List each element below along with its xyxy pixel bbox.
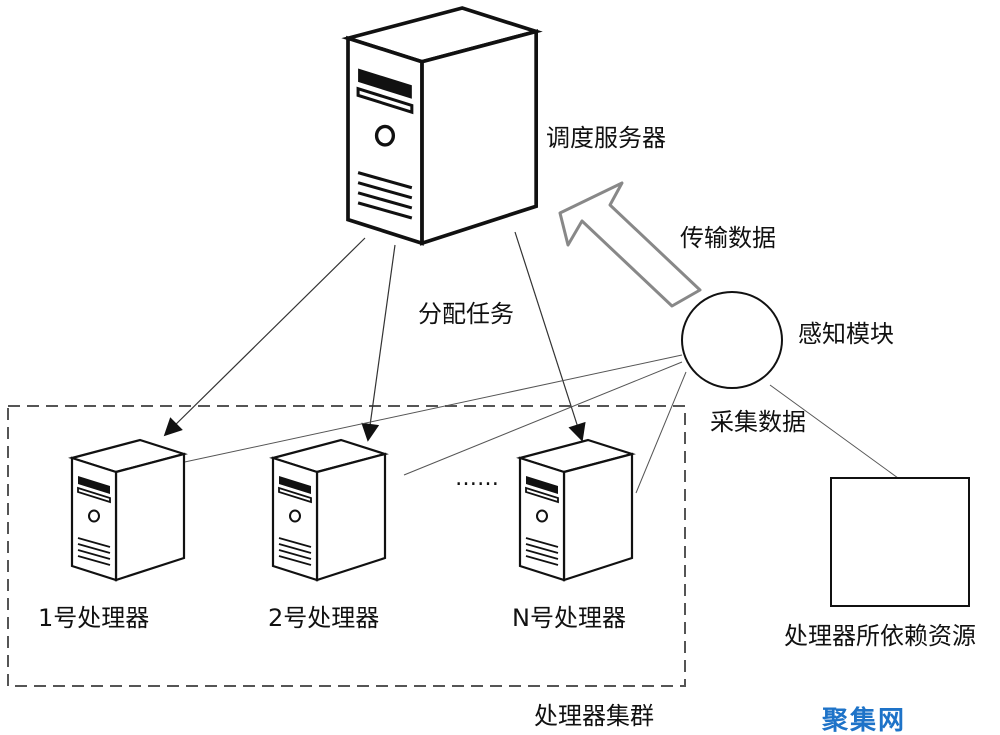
proc2-label: 2号处理器 (268, 604, 380, 632)
assign-label: 分配任务 (418, 300, 514, 328)
cluster-label: 处理器集群 (534, 702, 654, 730)
assign-arrow-1 (163, 237, 366, 437)
procn-label: N号处理器 (512, 604, 626, 632)
cluster-dashed-border (7, 405, 686, 687)
scheduler-label: 调度服务器 (546, 124, 666, 152)
resource-label: 处理器所依赖资源 (784, 622, 976, 650)
collect-line-2 (403, 361, 683, 476)
watermark-logo: 聚集网 (822, 706, 907, 735)
collect-line-1 (179, 354, 683, 464)
server-icon-2 (271, 438, 387, 582)
assign-arrow-2 (361, 244, 396, 442)
assign-arrow-n (514, 231, 586, 442)
sensor-circle (681, 291, 783, 389)
resource-box (830, 477, 970, 607)
server-icon-1 (70, 438, 186, 582)
hollow-up-arrow-icon (558, 181, 702, 308)
transmit-label: 传输数据 (680, 224, 776, 252)
ellipsis: …… (455, 466, 499, 491)
server-icon-n (518, 438, 634, 582)
sensor-label: 感知模块 (798, 320, 894, 348)
collect-label: 采集数据 (710, 408, 806, 436)
scheduler-server-icon (346, 6, 539, 246)
collect-line-resource (769, 384, 899, 479)
proc1-label: 1号处理器 (38, 604, 150, 632)
collect-line-n (635, 371, 687, 494)
